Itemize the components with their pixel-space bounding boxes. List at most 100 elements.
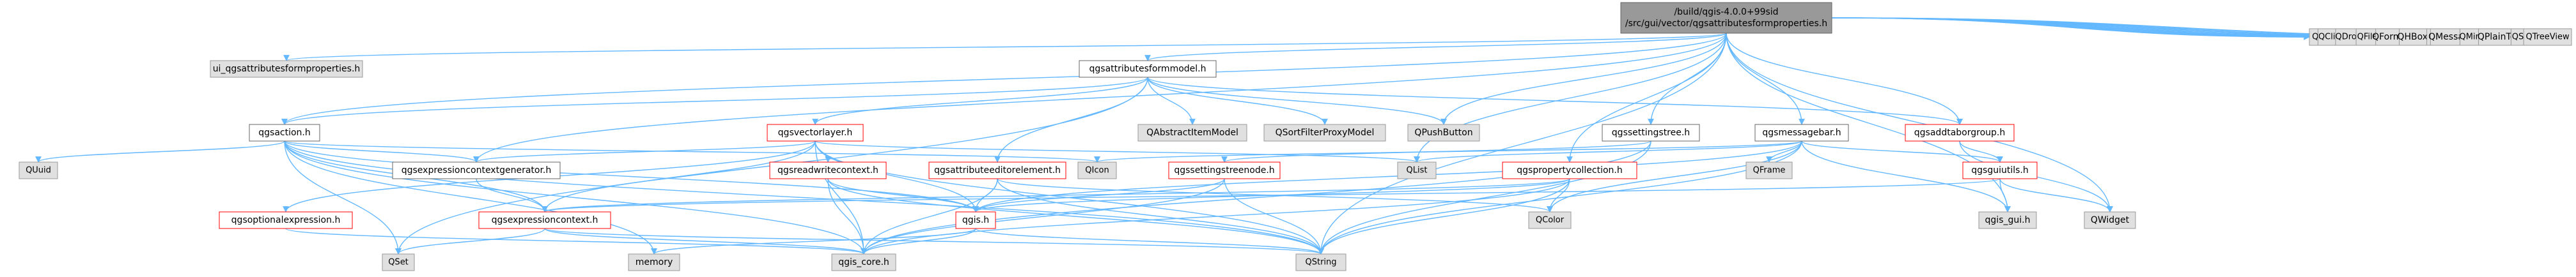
node-box-exprctxgen (392, 161, 561, 179)
node-label-QWidget: QWidget (2091, 215, 2130, 225)
node-box-QTreeView (2523, 28, 2572, 46)
edge-qgis-to-QString (975, 228, 1324, 255)
node-settingstreenode[interactable]: qgssettingstreenode.h (1168, 161, 1281, 179)
node-box-QAbstractItemModel (1137, 124, 1247, 142)
edge-formmodel-to-QAbstractItemModel (1147, 77, 1196, 125)
edge-readwritectx-to-qgis (827, 178, 979, 213)
node-layer: /build/qgis-4.0.0+99sid/src/gui/vector/q… (19, 2, 2572, 271)
node-optexpr[interactable]: qgsoptionalexpression.h (219, 211, 353, 229)
edge-messagebar-to-QString (1318, 140, 1802, 255)
edge-qgsaction-to-qgis (284, 140, 979, 213)
node-label-QSortFilterProxyModel: QSortFilterProxyModel (1276, 128, 1375, 138)
edge-vectorlayer-to-QList (815, 140, 1420, 163)
node-label-QUuid: QUuid (26, 166, 51, 176)
node-QFrame[interactable]: QFrame (1745, 161, 1793, 179)
edge-settingstree-to-qgis_core (861, 140, 1651, 255)
node-box-QFrame (1745, 161, 1793, 179)
node-box-QSet (382, 253, 415, 271)
node-root[interactable]: /build/qgis-4.0.0+99sid/src/gui/vector/q… (1620, 2, 1832, 34)
edge-exprctx-to-QSet (395, 228, 545, 255)
node-box-readwritectx (769, 161, 887, 179)
edge-formmodel-to-qgsaction (281, 77, 1148, 125)
node-label-attreditelem: qgsattributeeditorelement.h (934, 165, 1061, 176)
node-label-propcoll: qgspropertycollection.h (1517, 165, 1623, 176)
node-QTreeView[interactable]: QTreeView (2523, 28, 2572, 46)
node-label-qgis_gui: qgis_gui.h (1985, 215, 2031, 225)
node-QAbstractItemModel[interactable]: QAbstractItemModel (1137, 124, 1247, 142)
node-formmodel[interactable]: qgsattributesformmodel.h (1079, 60, 1217, 78)
node-label-qgsaction: qgsaction.h (258, 128, 310, 138)
edge-propcoll-to-qgis_core (861, 178, 1570, 255)
edge-propcoll-to-qgis (972, 178, 1570, 213)
node-exprctxgen[interactable]: qgsexpressioncontextgenerator.h (392, 161, 561, 179)
node-exprctx[interactable]: qgsexpressioncontext.h (478, 211, 611, 229)
edge-qgsaction-to-QUuid (35, 140, 285, 163)
node-label-QString: QString (1305, 258, 1336, 267)
edge-guiutils-to-qgis_gui (1999, 178, 2011, 213)
node-label-qgis: qgis.h (962, 215, 989, 225)
node-memory[interactable]: memory (628, 253, 680, 271)
node-settingstree[interactable]: qgssettingstree.h (1602, 124, 1700, 142)
edge-settingstreenode-to-qgis (972, 178, 1225, 213)
node-label-QColor: QColor (1536, 216, 1565, 225)
node-box-QUuid (19, 161, 58, 179)
edge-optexpr-to-qgis_core (285, 228, 867, 255)
edge-formmodel-to-QPushButton (1147, 77, 1447, 125)
node-qgsaction[interactable]: qgsaction.h (249, 124, 320, 142)
edge-qgsaction-to-QString (284, 140, 1324, 255)
node-vectorlayer[interactable]: qgsvectorlayer.h (767, 124, 864, 142)
node-label-settingstreenode: qgssettingstreenode.h (1174, 165, 1274, 176)
node-box-addtabor (1905, 124, 2015, 142)
node-ui_props[interactable]: ui_qgsattributesformproperties.h (210, 60, 363, 78)
node-box-QSortFilterProxyModel (1263, 124, 1386, 142)
node-label-qgis_core: qgis_core.h (838, 257, 889, 267)
edge-vectorlayer-to-exprctx (542, 140, 816, 213)
edge-root-to-QWidget (1726, 33, 2113, 213)
edge-settingstree-to-QString (1318, 140, 1651, 255)
node-box-qgis_gui (1978, 211, 2037, 229)
edge-propcoll-to-QColor (1547, 178, 1570, 213)
edge-addtabor-to-guiutils (1959, 140, 2003, 163)
node-label-exprctx: qgsexpressioncontext.h (492, 215, 598, 225)
edge-messagebar-to-guiutils (1801, 140, 2003, 163)
node-QPushButton[interactable]: QPushButton (1407, 124, 1480, 142)
node-propcoll[interactable]: qgspropertycollection.h (1502, 161, 1637, 179)
edge-root-to-ui_props (284, 33, 1727, 61)
edge-root-to-QPushButton (1440, 33, 1727, 125)
edge-guiutils-to-QWidget (1999, 178, 2113, 213)
node-qgis_gui[interactable]: qgis_gui.h (1978, 211, 2037, 229)
edge-qgsaction-to-QIcon (284, 140, 1100, 163)
edge-root-to-formmodel (1144, 33, 1727, 61)
edge-qgsaction-to-QSet (284, 140, 402, 255)
node-QColor[interactable]: QColor (1528, 211, 1572, 229)
edge-root-to-addtabor (1726, 33, 1963, 125)
node-addtabor[interactable]: qgsaddtaborgroup.h (1905, 124, 2015, 142)
node-readwritectx[interactable]: qgsreadwritecontext.h (769, 161, 887, 179)
node-QIcon[interactable]: QIcon (1077, 161, 1117, 179)
edge-propcoll-to-exprctx (542, 178, 1570, 213)
node-guiutils[interactable]: qgsguiutils.h (1962, 161, 2038, 179)
edge-vectorlayer-to-qgis (815, 140, 979, 213)
node-label-memory: memory (636, 257, 673, 267)
node-qgis[interactable]: qgis.h (955, 211, 996, 229)
node-QUuid[interactable]: QUuid (19, 161, 58, 179)
node-box-settingstreenode (1168, 161, 1281, 179)
node-box-QWidget (2084, 211, 2136, 229)
node-attreditelem[interactable]: qgsattributeeditorelement.h (928, 161, 1066, 179)
node-QWidget[interactable]: QWidget (2084, 211, 2136, 229)
edge-qgis-to-qgis_core (861, 228, 976, 255)
node-label-addtabor: qgsaddtaborgroup.h (1914, 128, 2005, 138)
edge-root-to-exprctxgen (473, 33, 1727, 163)
node-label-QTreeView: QTreeView (2525, 33, 2570, 42)
node-QSet[interactable]: QSet (382, 253, 415, 271)
node-QSortFilterProxyModel[interactable]: QSortFilterProxyModel (1263, 124, 1386, 142)
node-messagebar[interactable]: qgsmessagebar.h (1754, 124, 1849, 142)
node-QList[interactable]: QList (1397, 161, 1437, 179)
node-QString[interactable]: QString (1295, 253, 1347, 271)
edge-messagebar-to-qgis_gui (1801, 140, 2011, 213)
node-qgis_core[interactable]: qgis_core.h (831, 253, 896, 271)
edge-formmodel-to-QSortFilterProxyModel (1147, 77, 1328, 125)
node-box-messagebar (1754, 124, 1849, 142)
node-box-vectorlayer (767, 124, 864, 142)
node-box-qgis (955, 211, 996, 229)
